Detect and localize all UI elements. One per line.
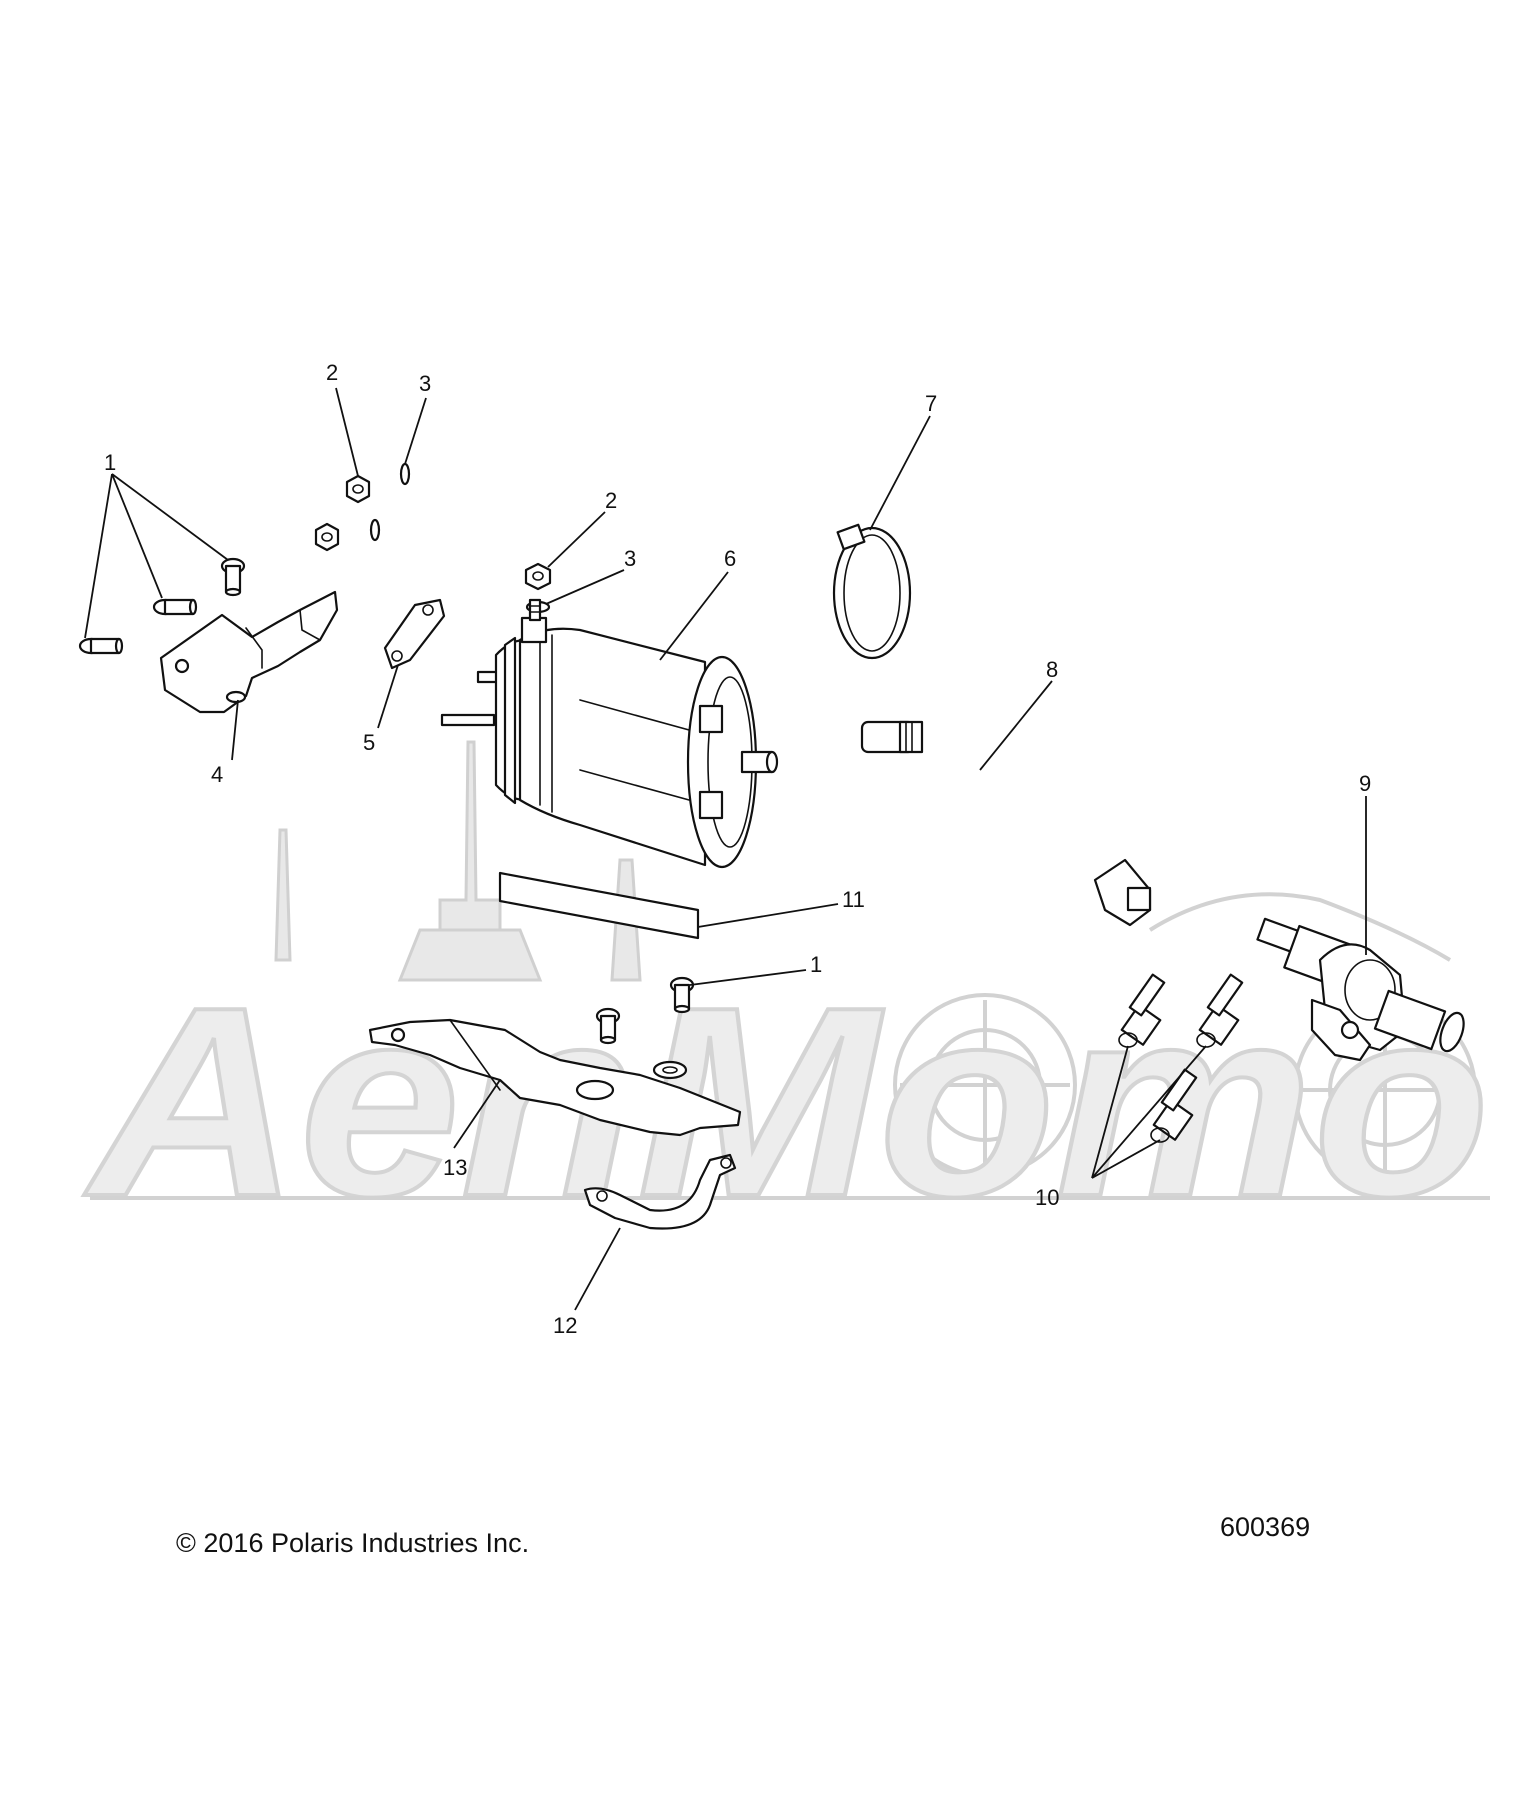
- socket-screw-icon-10a: [1118, 973, 1166, 1048]
- bolt-icon-1a: [220, 557, 246, 597]
- socket-screw-icon-10b: [1196, 973, 1244, 1048]
- hose-clamp-7: [832, 523, 912, 660]
- callout-2-top: 2: [326, 360, 338, 385]
- long-bracket-13: [368, 1018, 742, 1137]
- bolt-icon-1b: [152, 598, 198, 616]
- nut-icon-2b: [314, 522, 340, 552]
- callout-3-top: 3: [419, 371, 431, 396]
- callout-2-mid: 2: [605, 488, 617, 513]
- nut-icon-2a: [345, 474, 371, 504]
- callout-11: 11: [842, 887, 865, 912]
- callout-13: 13: [443, 1155, 467, 1180]
- saddle-clamp-12: [583, 1153, 737, 1230]
- callout-4: 4: [211, 762, 223, 787]
- callout-1-top: 1: [104, 450, 116, 475]
- callout-7: 7: [925, 391, 937, 416]
- callout-labels: 1 2 3 2 3 6 7 8 9 4 5 11 1 10 13 12: [104, 360, 1371, 1338]
- callout-10: 10: [1035, 1185, 1059, 1210]
- figure-number: 600369: [1220, 1512, 1310, 1542]
- copyright-notice: © 2016 Polaris Industries Inc.: [176, 1528, 529, 1558]
- starter-drive-9: [1256, 917, 1465, 1062]
- callout-1-lower: 1: [810, 952, 822, 977]
- callout-12: 12: [553, 1313, 577, 1338]
- socket-screw-icon-10c: [1150, 1068, 1198, 1143]
- foam-pad-11: [498, 871, 700, 940]
- bolt-icon-1e: [595, 1007, 621, 1045]
- mounting-bracket-4: [159, 590, 339, 714]
- callout-5: 5: [363, 730, 375, 755]
- bolt-icon-1d: [669, 976, 695, 1014]
- watermark-text: AenMomo: [81, 952, 1490, 1253]
- starter-motor-6: [440, 598, 779, 869]
- callout-9: 9: [1359, 771, 1371, 796]
- washer-icon-3b: [369, 518, 381, 542]
- callout-3-mid: 3: [624, 546, 636, 571]
- leader-lines: [84, 387, 1367, 1311]
- callout-6: 6: [724, 546, 736, 571]
- nut-icon-2c: [524, 562, 552, 591]
- wire-lead-8: [860, 720, 1152, 927]
- watermark-logo: AenMomo: [79, 740, 1492, 1255]
- clip-plate-5: [383, 598, 446, 670]
- callout-8: 8: [1046, 657, 1058, 682]
- bolt-icon-1c: [78, 637, 124, 655]
- washer-icon-3a: [399, 462, 411, 486]
